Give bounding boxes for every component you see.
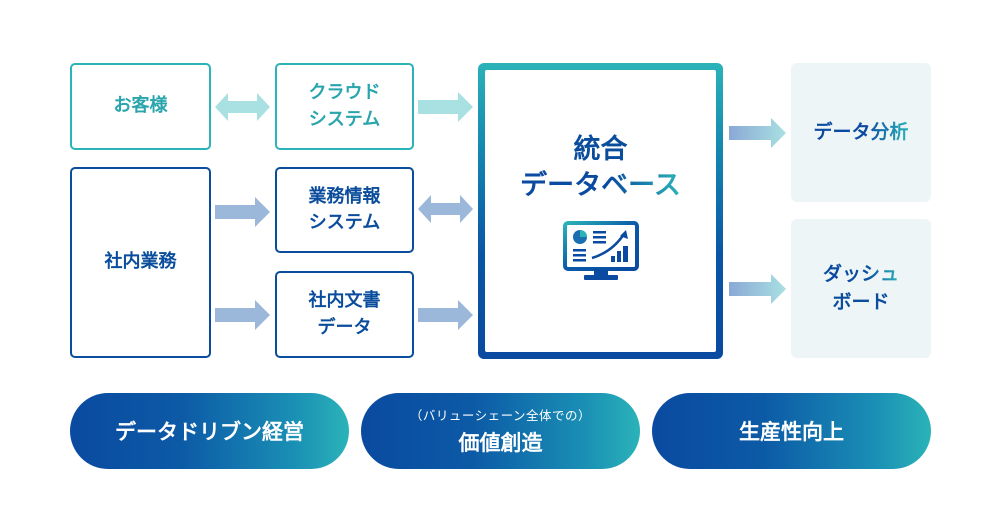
outcome-label: 生産性向上 [739,420,844,444]
hub-title-line1: 統合 [573,133,628,165]
arrow-hub-to-data-analysis [729,118,786,148]
data-analysis-label: データ分析 [813,119,908,147]
dashboard-label-line1: ダッシュ [823,261,899,289]
business-info-label-line2: システム [308,212,381,233]
business-info-label-line1: 業務情報 [308,185,381,207]
arrow-operations-to-documents [215,300,270,330]
data-analysis-box: データ分析 [791,63,931,202]
outcome-data-driven-management: データドリブン経営 [70,393,349,469]
customer-label: お客様 [113,95,168,117]
hub-title-line2: データベース [520,168,681,204]
outcome-productivity-improvement: 生産性向上 [652,393,931,469]
arrow-documents-to-hub [418,300,473,330]
arrow-cloud-to-hub [418,92,473,122]
monitor-analytics-icon [562,221,639,281]
outcome-value-creation: （バリューシェーン全体での） 価値創造 [361,393,640,469]
bidirectional-arrow-customer-cloud [215,93,270,121]
cloud-system-label-line1: クラウド [308,82,381,104]
internal-documents-label-line2: データ [317,316,372,338]
outcome-sublabel: （バリューシェーン全体での） [409,408,592,423]
internal-operations-label: 社内業務 [104,251,177,273]
customer-box: お客様 [70,63,211,150]
internal-documents-label-line1: 社内文書 [308,290,381,312]
arrow-operations-to-business-info [215,197,270,227]
internal-documents-box: 社内文書 データ [275,271,414,358]
outcome-label: 価値創造 [458,431,543,455]
integrated-database-hub: 統合 データベース [478,63,723,359]
outcome-label: データドリブン経営 [115,420,304,444]
dashboard-box: ダッシュ ボード [791,219,931,358]
cloud-system-label-line2: システム [308,108,381,130]
internal-operations-box: 社内業務 [70,167,211,358]
arrow-hub-to-dashboard [729,274,786,304]
business-info-system-box: 業務情報 システム [275,167,414,253]
dashboard-label-line2: ボード [832,290,890,313]
bidirectional-arrow-business-info-hub [418,195,473,223]
cloud-system-box: クラウド システム [275,63,414,150]
